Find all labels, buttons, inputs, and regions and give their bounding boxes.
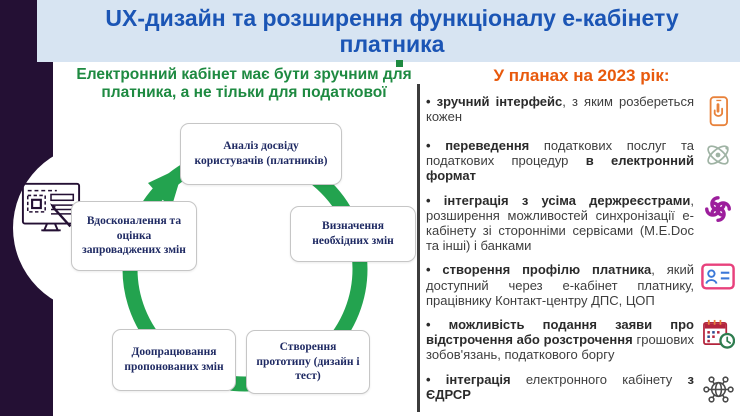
decorative-green-mark [396, 60, 403, 67]
plan-item-deferral-application: можливість подання заяви про відстроченн… [426, 317, 737, 363]
plan-text-bold: можливість подання заяви про відстроченн… [426, 317, 694, 348]
plan-item-text: створення профілю платника, який доступн… [426, 262, 694, 308]
ux-cycle-diagram: Аналіз досвіду користувачів (платників) … [0, 62, 418, 416]
purple-band-top [0, 0, 37, 62]
globe-network-icon [699, 372, 737, 406]
plan-text-bold: переведення [445, 138, 530, 153]
plan-text: електронного кабінету [510, 371, 688, 387]
cycle-step-define-changes: Визначення необхідних змін [290, 206, 416, 262]
left-subtitle: Електронний кабінет має бути зручним для… [76, 66, 412, 102]
plan-item-text: переведення податкових послуг та податко… [426, 138, 694, 184]
atom-icon [699, 138, 737, 171]
plan-item-text: інтеграція електронного кабінету з ЄДРСР [426, 372, 694, 402]
cycle-step-label: Визначення необхідних змін [312, 220, 394, 247]
cycle-step-refine: Доопрацювання пропонованих змін [112, 329, 236, 391]
plan-item-edrsr-integration: інтеграція електронного кабінету з ЄДРСР [426, 372, 737, 406]
cycle-step-prototype: Створення прототипу (дизайн і тест) [246, 330, 370, 394]
plan-item-electronic-format: переведення податкових послуг та податко… [426, 138, 737, 184]
plan-item-taxpayer-profile: створення профілю платника, який доступн… [426, 262, 737, 308]
plan-text: грошових зобов'язань, податкового боргу [426, 332, 694, 363]
plan-text: , який доступний через е-кабінет платник… [426, 262, 694, 308]
plans-title: У планах на 2023 рік: [493, 66, 670, 85]
monitor-design-icon [21, 182, 81, 232]
vertical-divider [417, 84, 420, 412]
plan-item-registries-integration: інтеграція з усіма держреєстрами, розшир… [426, 193, 737, 254]
cycle-step-improve-evaluate: Вдосконалення та оцінка запроваджених зм… [71, 201, 197, 271]
plan-item-text: зручний інтерфейс, з яким розбереться ко… [426, 94, 694, 124]
plan-text: податкових послуг та податкових процедур [426, 138, 694, 169]
plan-text-bold: з ЄДРСР [426, 371, 694, 402]
cycle-step-label: Доопрацювання пропонованих змін [124, 346, 224, 373]
plan-text: , з яким розбереться кожен [426, 94, 694, 125]
integration-icon [699, 193, 737, 224]
plan-text: , розширення можливостей синхронізації е… [426, 192, 694, 254]
plan-text-bold: інтеграція з усіма держреєстрами [443, 192, 691, 208]
plan-text-bold: зручний інтерфейс [436, 94, 563, 109]
calendar-clock-icon [699, 317, 737, 349]
cycle-step-label: Аналіз досвіду користувачів (платників) [194, 140, 328, 167]
taxpayer-profile-icon [699, 262, 737, 290]
plan-item-interface: зручний інтерфейс, з яким розбереться ко… [426, 94, 737, 129]
plans-panel: У планах на 2023 рік: зручний інтерфейс,… [426, 64, 737, 415]
page-title: UX-дизайн та розширення функціоналу е-ка… [105, 4, 679, 57]
plan-text-bold: в електронний формат [426, 153, 694, 184]
cycle-arrowhead-icon [148, 166, 184, 209]
plan-item-text: інтеграція з усіма держреєстрами, розшир… [426, 193, 694, 254]
cycle-step-label: Вдосконалення та оцінка запроваджених зм… [82, 214, 186, 257]
plan-text-bold: інтеграція [445, 371, 511, 387]
plan-text-bold: створення профілю платника [442, 262, 652, 278]
header: UX-дизайн та розширення функціоналу е-ка… [0, 0, 740, 62]
plan-item-text: можливість подання заяви про відстроченн… [426, 317, 694, 363]
phone-tap-icon [699, 94, 737, 129]
cycle-step-analysis: Аналіз досвіду користувачів (платників) [180, 123, 342, 185]
cycle-step-label: Створення прототипу (дизайн і тест) [256, 340, 360, 383]
